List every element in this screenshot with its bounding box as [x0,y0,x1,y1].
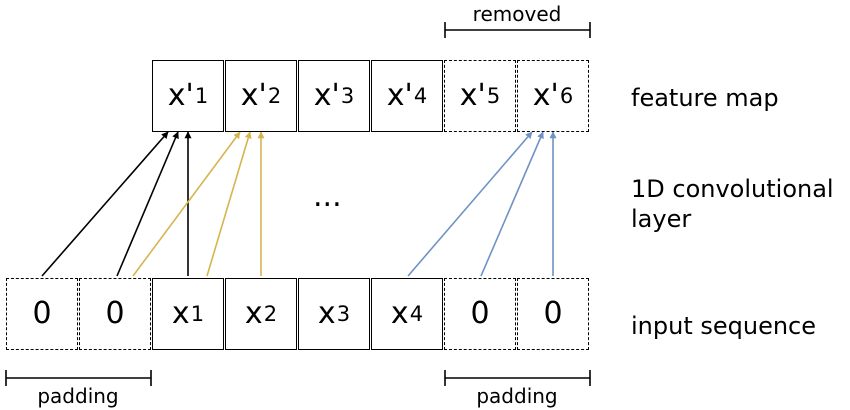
arrow-pad1-to-x1prime [116,131,179,277]
ellipsis: ... [313,179,342,214]
feature-map-label: feature map [631,84,779,112]
arrow-pad0-to-x1prime [41,131,169,277]
feature-cell-2: x'2 [225,60,297,132]
feature-cell-5-removed: x'5 [444,60,516,132]
input-sequence-label: input sequence [631,312,817,340]
padding-right-label: padding [476,384,558,408]
feature-cell-3: x'3 [298,60,370,132]
feature-cell-1: x'1 [152,60,224,132]
arrow-x4-to-x6prime [407,131,533,277]
input-cell-pad-2: 0 [79,278,151,350]
input-cell-pad-3: 0 [444,278,516,350]
padding-right-bracket [444,370,591,386]
arrow-x1-to-x2prime [206,131,252,277]
removed-label: removed [472,2,562,26]
layer-label-line2: layer [631,205,692,233]
input-cell-pad-4: 0 [517,278,589,350]
padding-left-bracket [5,370,152,386]
arrow-pad6-to-x6prime [480,131,544,277]
feature-cell-4: x'4 [371,60,443,132]
layer-label-line1: 1D convolutional [631,175,834,203]
arrow-pad1-to-x2prime [132,131,241,277]
padding-left-label: padding [37,384,119,408]
input-cell-pad-1: 0 [6,278,78,350]
removed-bracket [444,22,591,38]
feature-cell-6-removed: x'6 [517,60,589,132]
